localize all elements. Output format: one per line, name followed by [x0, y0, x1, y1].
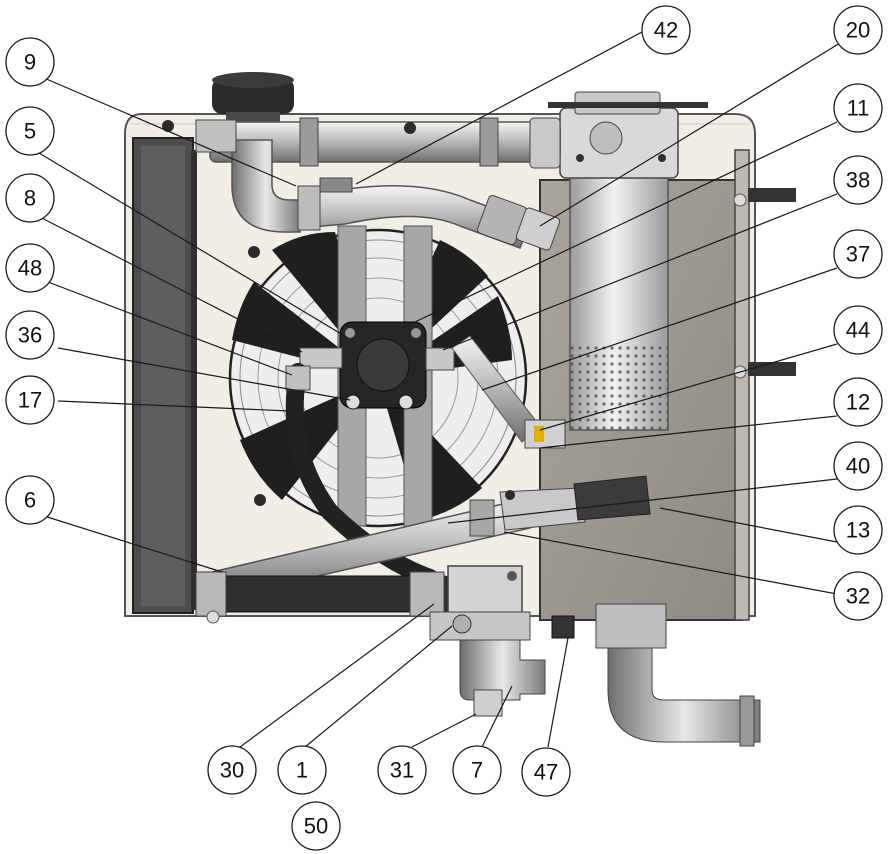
callout-8: 8	[5, 173, 55, 223]
callout-30-label: 30	[220, 758, 244, 783]
callout-44: 44	[833, 305, 883, 355]
callout-1-label: 1	[296, 758, 308, 783]
callout-5-label: 5	[24, 119, 36, 144]
callout-9: 9	[5, 37, 55, 87]
callout-47: 47	[521, 747, 571, 797]
callout-48-label: 48	[18, 256, 42, 281]
callout-31: 31	[377, 745, 427, 795]
callout-44-label: 44	[846, 318, 870, 343]
callout-31-label: 31	[390, 758, 414, 783]
callout-30: 30	[207, 745, 257, 795]
callout-36-label: 36	[18, 323, 42, 348]
callout-48: 48	[5, 243, 55, 293]
callout-8-label: 8	[24, 186, 36, 211]
return-line	[211, 475, 651, 599]
hydraulic-motor	[299, 321, 455, 410]
callout-38-label: 38	[846, 168, 870, 193]
callout-12: 12	[833, 377, 883, 427]
callout-11-label: 11	[847, 96, 870, 121]
mounting-bolts	[162, 120, 515, 624]
inlet-elbow	[195, 119, 301, 233]
callout-17-label: 17	[18, 388, 42, 413]
callout-37-label: 37	[846, 242, 870, 267]
callout-11: 11	[833, 83, 883, 133]
valve-block	[429, 565, 546, 717]
callout-40: 40	[833, 441, 883, 491]
case-drain-hose	[285, 363, 439, 587]
callout-42-label: 42	[654, 18, 678, 43]
callout-32-label: 32	[846, 584, 870, 609]
callout-42: 42	[641, 5, 691, 55]
callout-1: 1	[277, 745, 327, 795]
callout-9-label: 9	[24, 50, 36, 75]
callout-6: 6	[5, 475, 55, 525]
callout-20: 20	[833, 5, 883, 55]
callout-5: 5	[5, 106, 55, 156]
leader-lines	[33, 31, 846, 748]
callout-7: 7	[452, 745, 502, 795]
callout-37: 37	[833, 229, 883, 279]
suction-elbow	[595, 603, 761, 747]
callout-13: 13	[833, 505, 883, 555]
callout-17: 17	[5, 375, 55, 425]
callout-7-label: 7	[471, 758, 483, 783]
callout-6-label: 6	[24, 488, 36, 513]
callout-13-label: 13	[846, 518, 870, 543]
radiator-core	[132, 137, 197, 614]
drain-plug	[551, 615, 575, 639]
filter-feed-hose	[297, 177, 561, 251]
breather-cap	[212, 72, 294, 122]
callout-40-label: 40	[846, 454, 870, 479]
callout-38: 38	[833, 155, 883, 205]
callout-50: 50	[291, 801, 341, 851]
top-return-pipe	[209, 117, 561, 169]
bottom-inlet-hose	[195, 571, 451, 617]
callout-32: 32	[833, 571, 883, 621]
callout-50-label: 50	[304, 814, 328, 839]
callout-36: 36	[5, 310, 55, 360]
callout-20-label: 20	[846, 18, 870, 43]
callout-47-label: 47	[534, 760, 558, 785]
callout-12-label: 12	[846, 390, 870, 415]
